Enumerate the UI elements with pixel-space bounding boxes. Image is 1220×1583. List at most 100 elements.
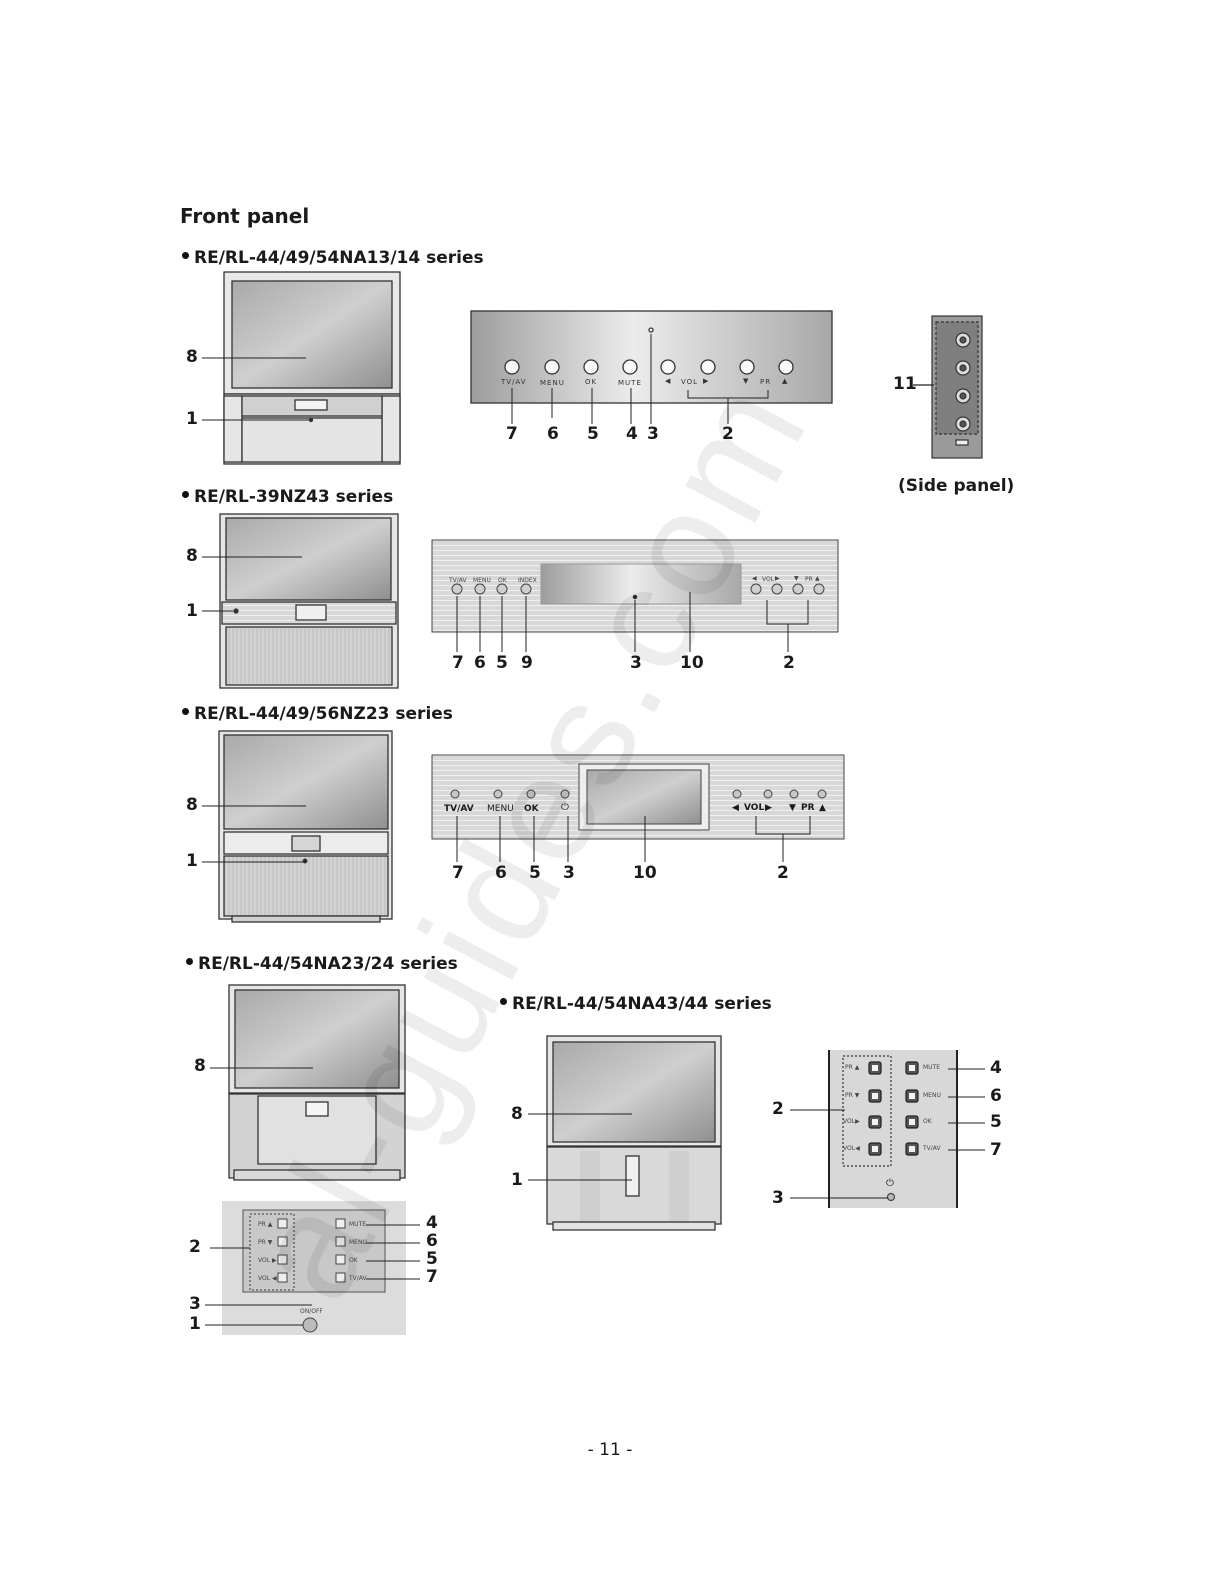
btn-label-menu: MENU — [540, 379, 565, 387]
btn-label-tvav: TV/AV — [501, 378, 527, 386]
btn-label-vol-left: ◀ — [665, 377, 672, 385]
onoff-label: ON/OFF — [300, 1308, 323, 1315]
callout-3: 3 — [772, 1188, 784, 1208]
btn-label-pr-up: PR ▲ — [258, 1221, 273, 1228]
callout-7: 7 — [990, 1140, 1002, 1160]
callout-6: 6 — [426, 1231, 438, 1251]
callout-8: 8 — [186, 795, 198, 815]
callout-7: 7 — [426, 1267, 438, 1287]
btn-label-tvav: TV/AV — [444, 804, 474, 814]
callout-4: 4 — [990, 1058, 1002, 1078]
series-label-text: RE/RL-44/54NA23/24 series — [198, 954, 458, 974]
btn-label-vol: VOL — [681, 378, 699, 386]
s4-tv — [228, 984, 406, 1181]
callout-5: 5 — [587, 424, 599, 444]
s1-tv — [223, 271, 401, 465]
btn-label-pr-up: ▲ — [782, 377, 789, 385]
btn-label-tvav: TV/AV — [923, 1145, 941, 1152]
btn-label-ok: OK — [585, 378, 598, 386]
btn-label-pr-down: PR ▼ — [845, 1092, 860, 1099]
callout-7: 7 — [452, 653, 464, 673]
btn-label-pr-down: ▼ — [789, 803, 796, 813]
btn-label-pr-up: ▲ — [819, 803, 826, 813]
callout-2: 2 — [722, 424, 734, 444]
callout-7: 7 — [452, 863, 464, 883]
btn-label-menu: MENU — [349, 1239, 367, 1246]
btn-label-pr-down: PR ▼ — [258, 1239, 273, 1246]
btn-label-vol-up: VOL ▶ — [258, 1257, 277, 1264]
s1-leaders — [202, 357, 309, 421]
callout-2: 2 — [783, 653, 795, 673]
callout-3: 3 — [189, 1294, 201, 1314]
btn-label-menu: MENU — [923, 1092, 941, 1099]
s4-control-panel — [222, 1201, 406, 1335]
series-label-text: RE/RL-39NZ43 series — [194, 487, 394, 507]
s3-control-panel — [431, 754, 845, 840]
btn-label-vol-right: ▶ — [765, 803, 772, 813]
series-label-s3: RE/RL-44/49/56NZ23 series — [182, 704, 453, 724]
callout-3: 3 — [563, 863, 575, 883]
btn-label-pr-up: PR ▲ — [845, 1064, 860, 1071]
btn-label-ok: OK — [524, 804, 539, 814]
s1-side-panel — [913, 315, 983, 459]
callout-5: 5 — [529, 863, 541, 883]
power-icon: ⏻ — [886, 1178, 894, 1189]
callout-11: 11 — [893, 374, 917, 394]
btn-label-vol-down: VOL ◀ — [258, 1275, 277, 1282]
btn-label-vol-down: VOL◀ — [843, 1145, 860, 1152]
callout-1: 1 — [186, 409, 198, 429]
btn-label-vol-right: ▶ — [775, 575, 780, 582]
btn-label-index: INDEX — [518, 577, 537, 584]
s3-tv — [218, 730, 393, 923]
btn-label-ok: OK — [349, 1257, 358, 1264]
callout-2: 2 — [777, 863, 789, 883]
power-icon: ⏻ — [561, 802, 569, 813]
series-label-text: RE/RL-44/54NA43/44 series — [512, 994, 772, 1014]
callout-8: 8 — [511, 1104, 523, 1124]
btn-label-pr-down: ▼ — [743, 377, 750, 385]
callout-10: 10 — [680, 653, 704, 673]
series-label-text: RE/RL-44/49/54NA13/14 series — [194, 248, 484, 268]
s5-leaders — [528, 1113, 632, 1181]
s2-panel-leaders — [456, 592, 809, 652]
s5-tv — [546, 1035, 722, 1231]
s2-leaders — [202, 556, 302, 612]
callout-5: 5 — [496, 653, 508, 673]
btn-label-vol-left: ◀ — [752, 575, 757, 582]
callout-8: 8 — [186, 546, 198, 566]
btn-label-pr-up: ▲ — [815, 575, 820, 582]
side-panel-caption: (Side panel) — [898, 476, 1015, 496]
btn-label-pr-down: ▼ — [794, 575, 799, 582]
callout-10: 10 — [633, 863, 657, 883]
btn-label-pr: PR — [805, 576, 813, 583]
callout-1: 1 — [189, 1314, 201, 1334]
s2-tv — [219, 513, 399, 689]
btn-label-vol: VOL — [762, 576, 775, 583]
series-label-s1: RE/RL-44/49/54NA13/14 series — [182, 248, 484, 268]
callout-8: 8 — [194, 1056, 206, 1076]
callout-3: 3 — [647, 424, 659, 444]
s5-panel-leaders — [790, 1068, 985, 1199]
series-label-s4: RE/RL-44/54NA23/24 series — [186, 954, 458, 974]
btn-label-pr: PR — [801, 803, 815, 813]
s5-control-panel — [828, 1050, 958, 1208]
btn-label-menu: MENU — [473, 577, 491, 584]
callout-2: 2 — [189, 1237, 201, 1257]
callout-2: 2 — [772, 1099, 784, 1119]
callout-8: 8 — [186, 347, 198, 367]
s1-panel-leaders — [511, 334, 769, 424]
callout-4: 4 — [426, 1213, 438, 1233]
series-label-s2: RE/RL-39NZ43 series — [182, 487, 393, 507]
s3-leaders — [202, 805, 306, 863]
callout-6: 6 — [547, 424, 559, 444]
btn-label-vol-left: ◀ — [732, 803, 739, 813]
page-number: - 11 - — [587, 1440, 633, 1460]
series-label-s5: RE/RL-44/54NA43/44 series — [500, 994, 772, 1014]
btn-label-menu: MENU — [487, 804, 514, 814]
btn-label-tvav: TV/AV — [449, 577, 467, 584]
btn-label-mute: MUTE — [349, 1221, 367, 1228]
btn-label-tvav: TV/AV — [349, 1275, 367, 1282]
btn-label-mute: MUTE — [618, 379, 642, 387]
btn-label-pr: PR — [760, 378, 772, 386]
callout-4: 4 — [626, 424, 638, 444]
